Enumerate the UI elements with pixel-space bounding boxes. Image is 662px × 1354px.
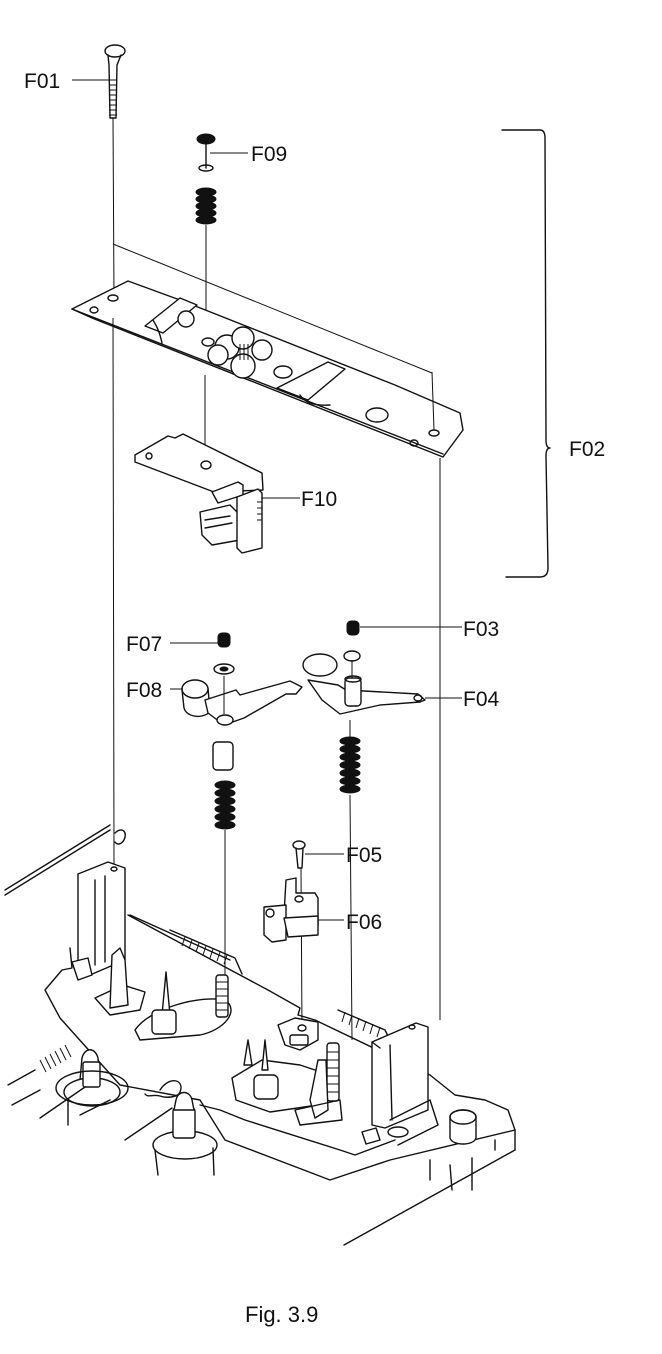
part-F06-switch-bracket bbox=[263, 877, 319, 943]
spring-left bbox=[214, 780, 236, 975]
part-F09-screw-spring bbox=[195, 133, 217, 465]
label-F01: F01 bbox=[24, 70, 60, 93]
part-F02-top-plate bbox=[71, 243, 464, 458]
part-F01-screw bbox=[104, 44, 126, 299]
spring-right bbox=[339, 720, 361, 1041]
label-F03: F03 bbox=[463, 618, 499, 641]
label-F07: F07 bbox=[126, 633, 162, 656]
part-F03-nut bbox=[343, 620, 361, 662]
part-F08-left-lever bbox=[181, 676, 303, 771]
guide-line-right bbox=[431, 371, 435, 431]
base-chassis bbox=[4, 824, 516, 1246]
guide-line-left-lower bbox=[112, 317, 115, 866]
part-F10-sensor-bracket bbox=[134, 433, 264, 554]
label-F05: F05 bbox=[346, 844, 382, 867]
label-F08: F08 bbox=[126, 679, 162, 702]
part-F07-nut bbox=[213, 632, 235, 675]
label-F02: F02 bbox=[569, 438, 605, 461]
part-F04-right-lever bbox=[302, 653, 426, 715]
spring-icon bbox=[195, 187, 217, 225]
bracket-F02 bbox=[501, 129, 551, 578]
label-F04: F04 bbox=[463, 688, 500, 711]
label-F10: F10 bbox=[301, 488, 337, 511]
label-F09: F09 bbox=[251, 143, 287, 166]
figure-caption: Fig. 3.9 bbox=[245, 1302, 318, 1327]
label-F06: F06 bbox=[346, 911, 382, 934]
